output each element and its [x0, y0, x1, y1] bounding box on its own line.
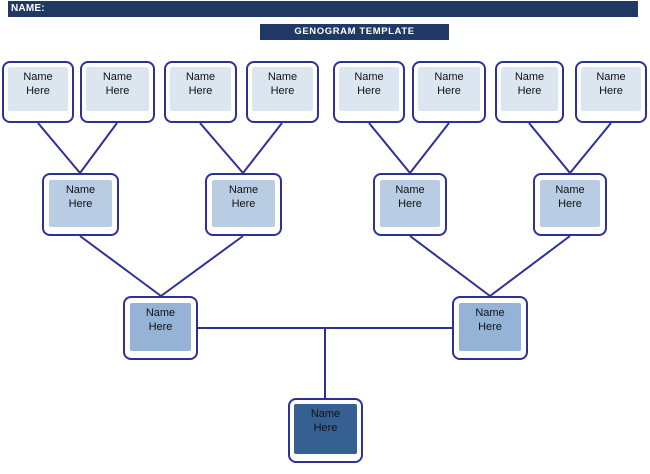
gen2-box-3[interactable]: Name Here: [373, 173, 447, 236]
node-label: Name Here: [354, 71, 384, 97]
connector-line: [79, 235, 162, 297]
gen1-box-7[interactable]: Name Here: [495, 61, 564, 123]
connector-line: [528, 122, 571, 174]
connector-line: [569, 122, 612, 174]
node-label: Name Here: [475, 307, 505, 333]
node-fill: Name Here: [380, 180, 440, 227]
node-fill: Name Here: [459, 303, 521, 351]
node-fill: Name Here: [501, 67, 558, 111]
gen1-box-1[interactable]: Name Here: [2, 61, 74, 123]
node-label: Name Here: [185, 71, 216, 97]
gen1-box-8[interactable]: Name Here: [575, 61, 647, 123]
node-label: Name Here: [23, 71, 53, 97]
node-label: Name Here: [555, 184, 585, 210]
template-title: GENOGRAM TEMPLATE: [260, 24, 449, 40]
gen1-box-5[interactable]: Name Here: [333, 61, 405, 123]
node-fill: Name Here: [49, 180, 112, 227]
node-label: Name Here: [514, 71, 545, 97]
node-label: Name Here: [267, 71, 298, 97]
gen2-box-1[interactable]: Name Here: [42, 173, 119, 236]
connector-line: [199, 122, 244, 174]
connector-line: [79, 122, 118, 174]
node-fill: Name Here: [86, 67, 149, 111]
node-label: Name Here: [102, 71, 133, 97]
node-fill: Name Here: [252, 67, 313, 111]
node-fill: Name Here: [130, 303, 191, 351]
node-fill: Name Here: [418, 67, 480, 111]
gen4-box-1[interactable]: Name Here: [288, 398, 363, 463]
node-fill: Name Here: [170, 67, 231, 111]
name-label: NAME:: [11, 3, 45, 14]
node-fill: Name Here: [294, 404, 357, 454]
gen2-box-2[interactable]: Name Here: [205, 173, 282, 236]
node-fill: Name Here: [8, 67, 68, 111]
node-label: Name Here: [596, 71, 626, 97]
gen2-box-4[interactable]: Name Here: [533, 173, 607, 236]
gen1-box-6[interactable]: Name Here: [412, 61, 486, 123]
node-label: Name Here: [395, 184, 425, 210]
node-fill: Name Here: [212, 180, 275, 227]
node-label: Name Here: [434, 71, 464, 97]
connector-line: [368, 122, 411, 174]
gen1-box-4[interactable]: Name Here: [246, 61, 319, 123]
node-fill: Name Here: [581, 67, 641, 111]
node-label: Name Here: [228, 184, 259, 210]
gen3-box-2[interactable]: Name Here: [452, 296, 528, 360]
node-label: Name Here: [145, 307, 176, 333]
node-fill: Name Here: [339, 67, 399, 111]
connector-line: [37, 122, 81, 174]
connector-line: [409, 122, 450, 174]
node-fill: Name Here: [540, 180, 600, 227]
connector-line: [160, 235, 244, 297]
node-label: Name Here: [310, 408, 341, 434]
node-label: Name Here: [65, 184, 96, 210]
connector-line: [242, 122, 283, 174]
name-field-bar[interactable]: NAME:: [8, 1, 638, 17]
gen3-box-1[interactable]: Name Here: [123, 296, 198, 360]
connector-line: [489, 235, 571, 297]
gen1-box-3[interactable]: Name Here: [164, 61, 237, 123]
gen1-box-2[interactable]: Name Here: [80, 61, 155, 123]
connector-line: [409, 235, 491, 297]
